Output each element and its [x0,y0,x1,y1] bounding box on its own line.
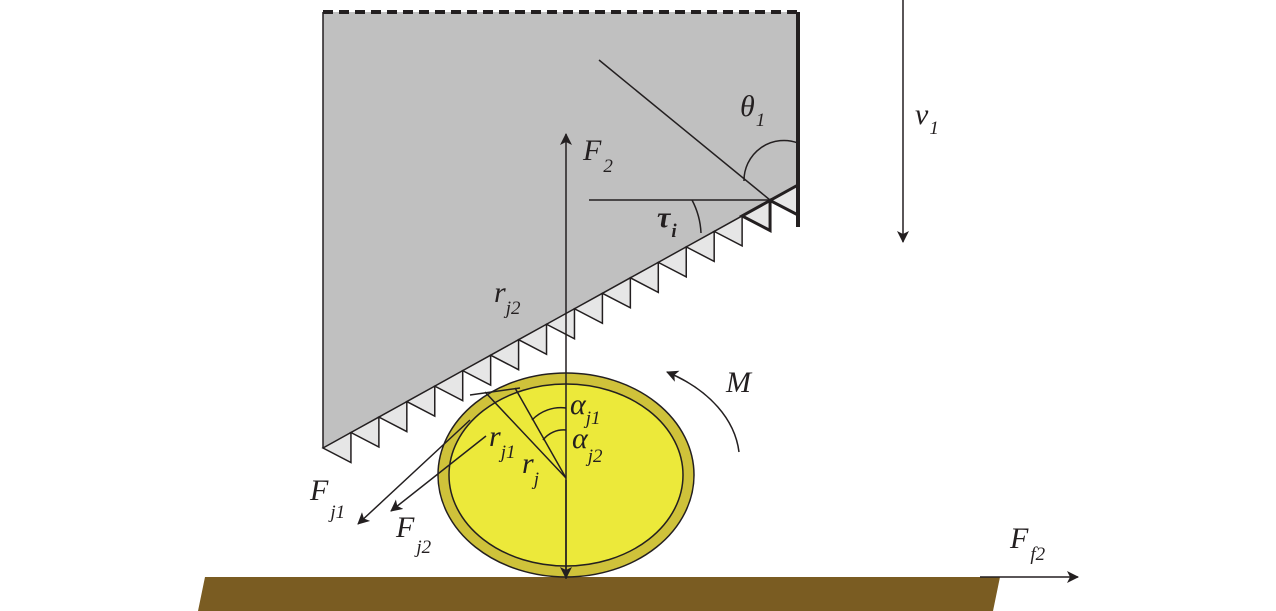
rj2-label: rj2 [494,276,521,319]
force-fj1-label: Fj1 [309,474,345,523]
saw-tooth [349,415,380,449]
saw-tooth [628,261,660,294]
cutting-tool-body [323,12,798,448]
alpha-j1-label: αj1 [570,388,601,429]
saw-tooth [405,384,436,418]
moment-m-arrow [666,370,740,453]
radius-rj-line [514,387,567,479]
saw-tooth [433,369,464,402]
alpha-j1-arc [531,406,567,421]
saw-tooth [684,230,715,263]
saw-tooth [461,353,492,387]
alpha-j2-label: αj2 [572,422,603,467]
force-fj2-arrow [390,435,487,512]
tau-angle-arc [691,199,702,234]
saw-tooth [600,276,632,310]
radius-connector-line [469,387,521,396]
force-fj2-label: Fj2 [395,511,432,558]
alpha-j2-arc [542,429,567,441]
saw-tooth [489,338,520,371]
theta-angle-arc [743,139,799,182]
velocity-label: v1 [915,98,939,139]
saw-tooth [738,197,772,233]
saw-tooth [712,214,743,248]
tool-teeth [321,182,800,464]
saw-tooth [517,322,548,356]
rj1-label: rj1 [489,420,515,463]
radius-rj1-line [484,391,567,479]
theta-label: θ1 [740,90,765,131]
ground-plane [198,577,1000,611]
moment-label: M [725,366,753,399]
saw-tooth [544,307,576,341]
force-fj1-arrow [357,419,471,525]
theta-reference-line [598,59,771,201]
tau-label: τi [657,201,677,242]
saw-tooth [321,431,352,464]
rj-label: rj [522,447,539,490]
saw-tooth [572,292,604,325]
saw-tooth [377,400,408,433]
saw-tooth [656,245,687,279]
